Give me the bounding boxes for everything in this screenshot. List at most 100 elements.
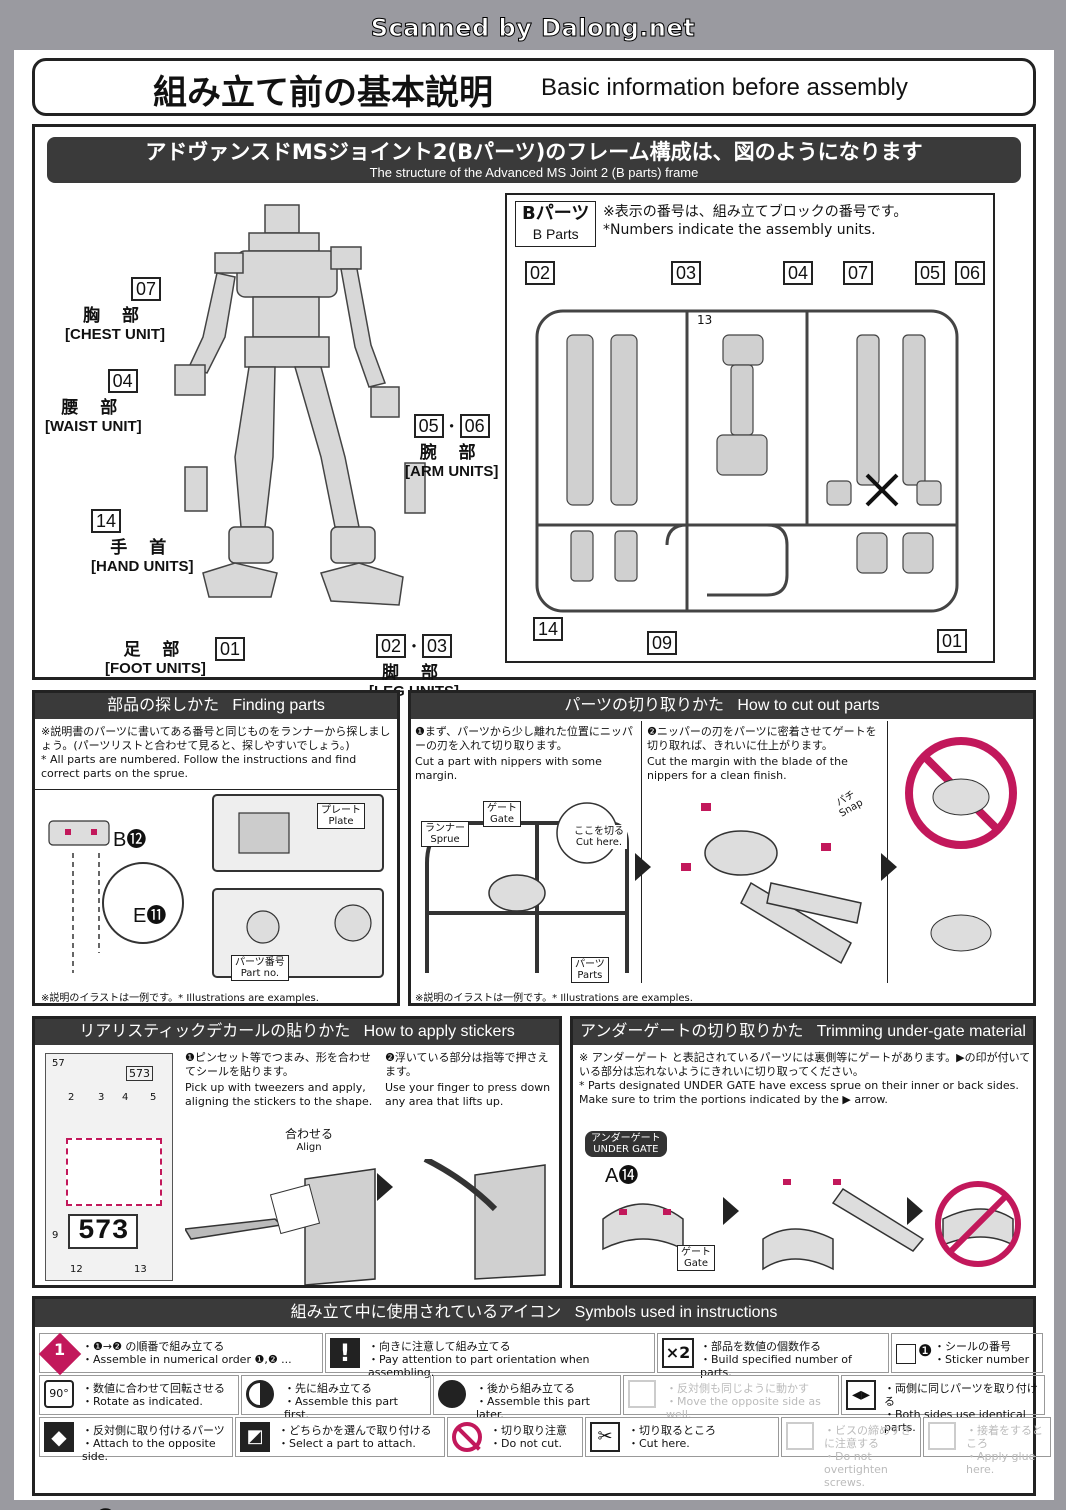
left-knee bbox=[228, 526, 274, 564]
symbol-text-en: ・Apply glue here. bbox=[966, 1450, 1036, 1476]
title-bar: 組み立て前の基本説明 Basic information before asse… bbox=[32, 58, 1036, 116]
symbol-text-jp: ・後から組み立てる bbox=[476, 1382, 575, 1395]
b-num-01: 01 bbox=[937, 629, 968, 653]
symbol-text-jp: ・シールの番号 bbox=[934, 1340, 1011, 1353]
symbol-!-icon: ! bbox=[330, 1338, 362, 1370]
sticker-sheet: 57 573 2 3 4 5 9 573 12 13 bbox=[45, 1053, 173, 1281]
symbol-text: ・部品を数値の個数作る・Build specified number of pa… bbox=[700, 1340, 884, 1379]
symbol-first-icon bbox=[246, 1380, 278, 1412]
chest-part bbox=[236, 250, 338, 298]
symbol-text-en: ・Cut here. bbox=[628, 1437, 690, 1450]
left-arm bbox=[187, 272, 236, 374]
part-ref-e11: E⓫ bbox=[133, 905, 167, 927]
symbol-opposite-icon bbox=[628, 1380, 660, 1412]
cutting-caption: ※説明のイラストは一例です。* Illustrations are exampl… bbox=[415, 993, 693, 1004]
symbol-text-en: ・Select a part to attach. bbox=[278, 1437, 416, 1450]
hip-part bbox=[244, 336, 330, 368]
symbol-text: ・接着をするところ・Apply glue here. bbox=[966, 1424, 1046, 1476]
loose-hand-right bbox=[404, 462, 426, 514]
symbol-glue-icon bbox=[928, 1422, 960, 1454]
loose-hand-left bbox=[184, 466, 208, 512]
part-ref-b12: B⓬ bbox=[113, 829, 147, 851]
right-arm bbox=[340, 268, 386, 388]
head-part bbox=[264, 204, 300, 234]
foot-unit-label: 足 部 [FOOT UNITS] bbox=[105, 640, 206, 677]
wolf-emblem bbox=[66, 1138, 162, 1206]
frame-structure-section: アドヴァンスドMSジョイント2(Bパーツ)のフレーム構成は、図のようになります … bbox=[32, 124, 1036, 700]
symbol-item: ◆・反対側に取り付けるパーツ・Attach to the opposite si… bbox=[39, 1417, 233, 1463]
cut-step2-illustration bbox=[681, 803, 862, 965]
symbol-item: ・後から組み立てる・Assemble this part later. bbox=[433, 1375, 621, 1421]
right-foot bbox=[320, 562, 404, 606]
arrow-icon bbox=[907, 1197, 923, 1225]
symbol-text-en: ・Assemble in numerical order ❶,❷ ... bbox=[82, 1353, 292, 1366]
symbol-text-jp: ・部品を数値の個数作る bbox=[700, 1340, 821, 1353]
symbol-text: ・反対側も同じように動かす・Move the opposite side as … bbox=[666, 1382, 834, 1421]
b-num-09: 09 bbox=[647, 631, 678, 655]
right-leg bbox=[294, 366, 360, 528]
arrow-icon bbox=[723, 1197, 739, 1225]
symbol-nocut-icon bbox=[452, 1422, 484, 1454]
sticker-id-9: 9 bbox=[52, 1230, 59, 1241]
frame-heading-en: The structure of the Advanced MS Joint 2… bbox=[369, 165, 699, 180]
b-num-14: 14 bbox=[533, 617, 564, 641]
symbol-90°-icon: 90° bbox=[44, 1380, 76, 1412]
symbol-select-icon: ◩ bbox=[240, 1422, 272, 1454]
symbol-item: ◩・どちらかを選んで取り付ける・Select a part to attach. bbox=[235, 1417, 445, 1457]
cut-step1-illustration bbox=[425, 802, 629, 973]
symbol-item: 90°・数値に合わせて回転させる・Rotate as indicated. bbox=[39, 1375, 239, 1415]
chest-unit-label: 07 胸 部 [CHEST UNIT] bbox=[65, 277, 165, 343]
symbol-text: ・シールの番号・Sticker number bbox=[934, 1340, 1038, 1366]
finding-text: ※説明書のパーツに書いてある番号と同じものをランナーから探しましょう。(パーツリ… bbox=[41, 725, 391, 780]
b-num-02: 02 bbox=[525, 261, 556, 285]
runner-mark: 13 bbox=[697, 313, 713, 327]
cutting-parts-section: パーツの切り取りかた How to cut out parts ❶まず、パーツか… bbox=[408, 690, 1036, 1006]
b-num-04: 04 bbox=[783, 261, 814, 285]
finding-parts-heading: 部品の探しかた Finding parts bbox=[35, 693, 397, 719]
symbol-text-jp: ・反対側に取り付けるパーツ bbox=[82, 1424, 225, 1437]
no-cut-illustration bbox=[905, 737, 1017, 952]
b-parts-tag: Bパーツ B Parts bbox=[515, 201, 597, 247]
symbol-text-jp: ・切り取り注意 bbox=[490, 1424, 567, 1437]
left-leg bbox=[234, 366, 276, 528]
symbol-text-en: ・Do not cut. bbox=[490, 1437, 563, 1450]
left-hand bbox=[174, 364, 206, 396]
symbol-text-jp: ・切り取るところ bbox=[628, 1424, 716, 1437]
symbol-text: ・先に組み立てる・Assemble this part first. bbox=[284, 1382, 426, 1421]
leg-unit-label: 02・03 脚 部 [LEG UNITS] bbox=[369, 633, 459, 700]
symbol-text: ・反対側に取り付けるパーツ・Attach to the opposite sid… bbox=[82, 1424, 228, 1463]
symbol-text: ・切り取り注意・Do not cut. bbox=[490, 1424, 578, 1450]
stickers-heading: リアリスティックデカールの貼りかた How to apply stickers bbox=[35, 1019, 559, 1045]
sticker-illustration bbox=[185, 1159, 546, 1285]
b-parts-note: ※表示の番号は、組み立てブロックの番号です。 *Numbers indicate… bbox=[603, 204, 908, 238]
waist-part bbox=[252, 296, 320, 338]
sticker-id-2: 2 bbox=[68, 1092, 75, 1103]
b-num-06: 06 bbox=[955, 261, 986, 285]
cut-step2: ❷ニッパーの刃をパーツに密着させてゲートを切り取れば、きれいに仕上がります。 C… bbox=[647, 725, 877, 782]
instruction-page: 組み立て前の基本説明 Basic information before asse… bbox=[14, 50, 1054, 1510]
symbol-text-jp: ・数値に合わせて回転させる bbox=[82, 1382, 225, 1395]
cut-step1: ❶まず、パーツから少し離れた位置にニッパーの刃を入れて切り取ります。 Cut a… bbox=[415, 725, 633, 782]
neck-part bbox=[248, 232, 320, 252]
arrow-icon bbox=[635, 853, 651, 881]
waist-unit-label: 04 腰 部 [WAIST UNIT] bbox=[45, 369, 142, 435]
page-title-en: Basic information before assembly bbox=[541, 74, 908, 101]
symbol-text: ・どちらかを選んで取り付ける・Select a part to attach. bbox=[278, 1424, 440, 1450]
page-title-jp: 組み立て前の基本説明 bbox=[153, 73, 493, 113]
symbol-item: ✂・切り取るところ・Cut here. bbox=[585, 1417, 779, 1457]
scan-watermark: Scanned by Dalong.net bbox=[370, 14, 696, 43]
symbol-item: ・ビスの締めすぎに注意する・Do not overtighten screws. bbox=[781, 1417, 921, 1489]
stickers-section: リアリスティックデカールの貼りかた How to apply stickers … bbox=[32, 1016, 562, 1288]
sticker-id-13: 13 bbox=[134, 1264, 147, 1275]
symbol-text-en: ・Attach to the opposite side. bbox=[82, 1437, 216, 1463]
sticker-id-12: 12 bbox=[70, 1264, 83, 1275]
symbol-text-jp: ・❶→❷ の順番で組み立てる bbox=[82, 1340, 225, 1353]
sticker-573-top: 573 bbox=[126, 1066, 153, 1081]
